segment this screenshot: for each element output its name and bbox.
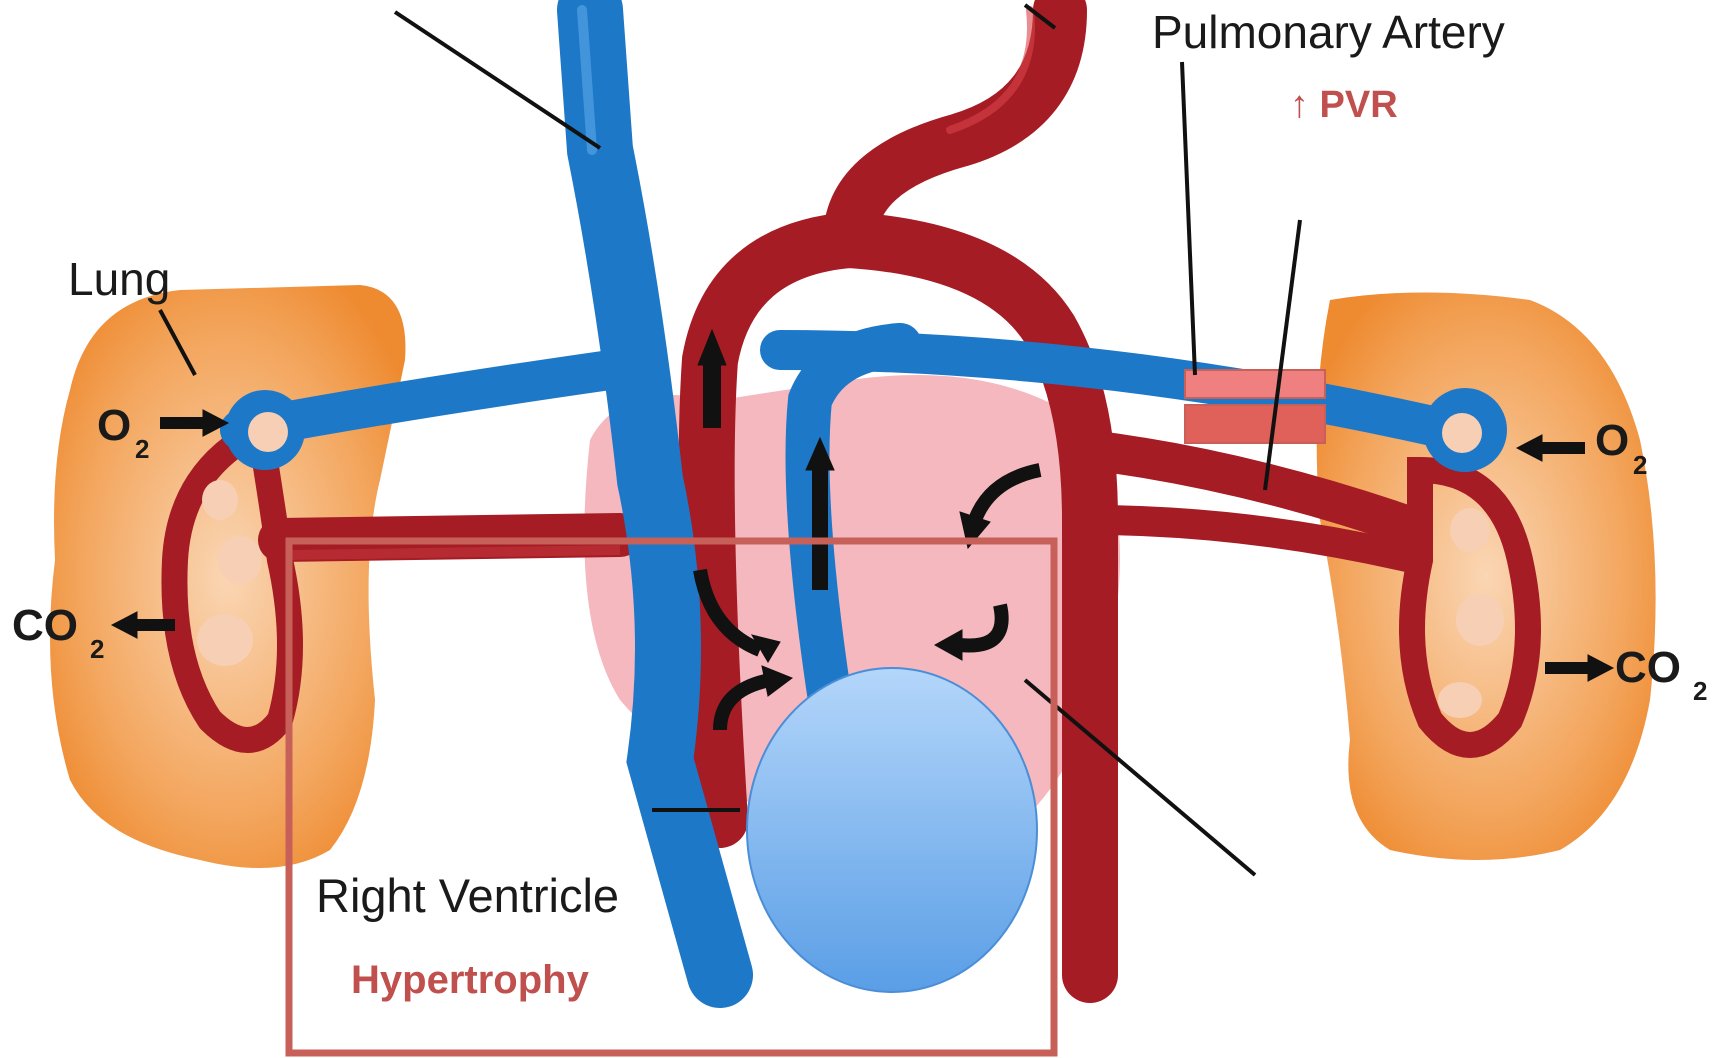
label-pulmonary-artery: Pulmonary Artery xyxy=(1152,6,1505,58)
label-co2-left-sub: 2 xyxy=(90,634,104,664)
label-lung: Lung xyxy=(68,253,170,305)
right-lung xyxy=(1317,293,1656,861)
label-co2-right: CO xyxy=(1615,643,1681,692)
label-co2-right-sub: 2 xyxy=(1693,676,1707,706)
label-co2-left: CO xyxy=(12,601,78,650)
label-o2-right-sub: 2 xyxy=(1633,450,1647,480)
right-ventricle-shape xyxy=(747,668,1037,992)
label-o2-right: O xyxy=(1595,416,1629,465)
pvr-band-lower xyxy=(1185,405,1325,443)
label-pvr: ↑ PVR xyxy=(1290,84,1398,126)
label-o2-left-sub: 2 xyxy=(135,434,149,464)
label-right-ventricle: Right Ventricle xyxy=(316,869,619,922)
label-hypertrophy: Hypertrophy xyxy=(351,958,590,1002)
label-o2-left: O xyxy=(97,401,131,450)
pvr-band-upper xyxy=(1185,370,1325,398)
